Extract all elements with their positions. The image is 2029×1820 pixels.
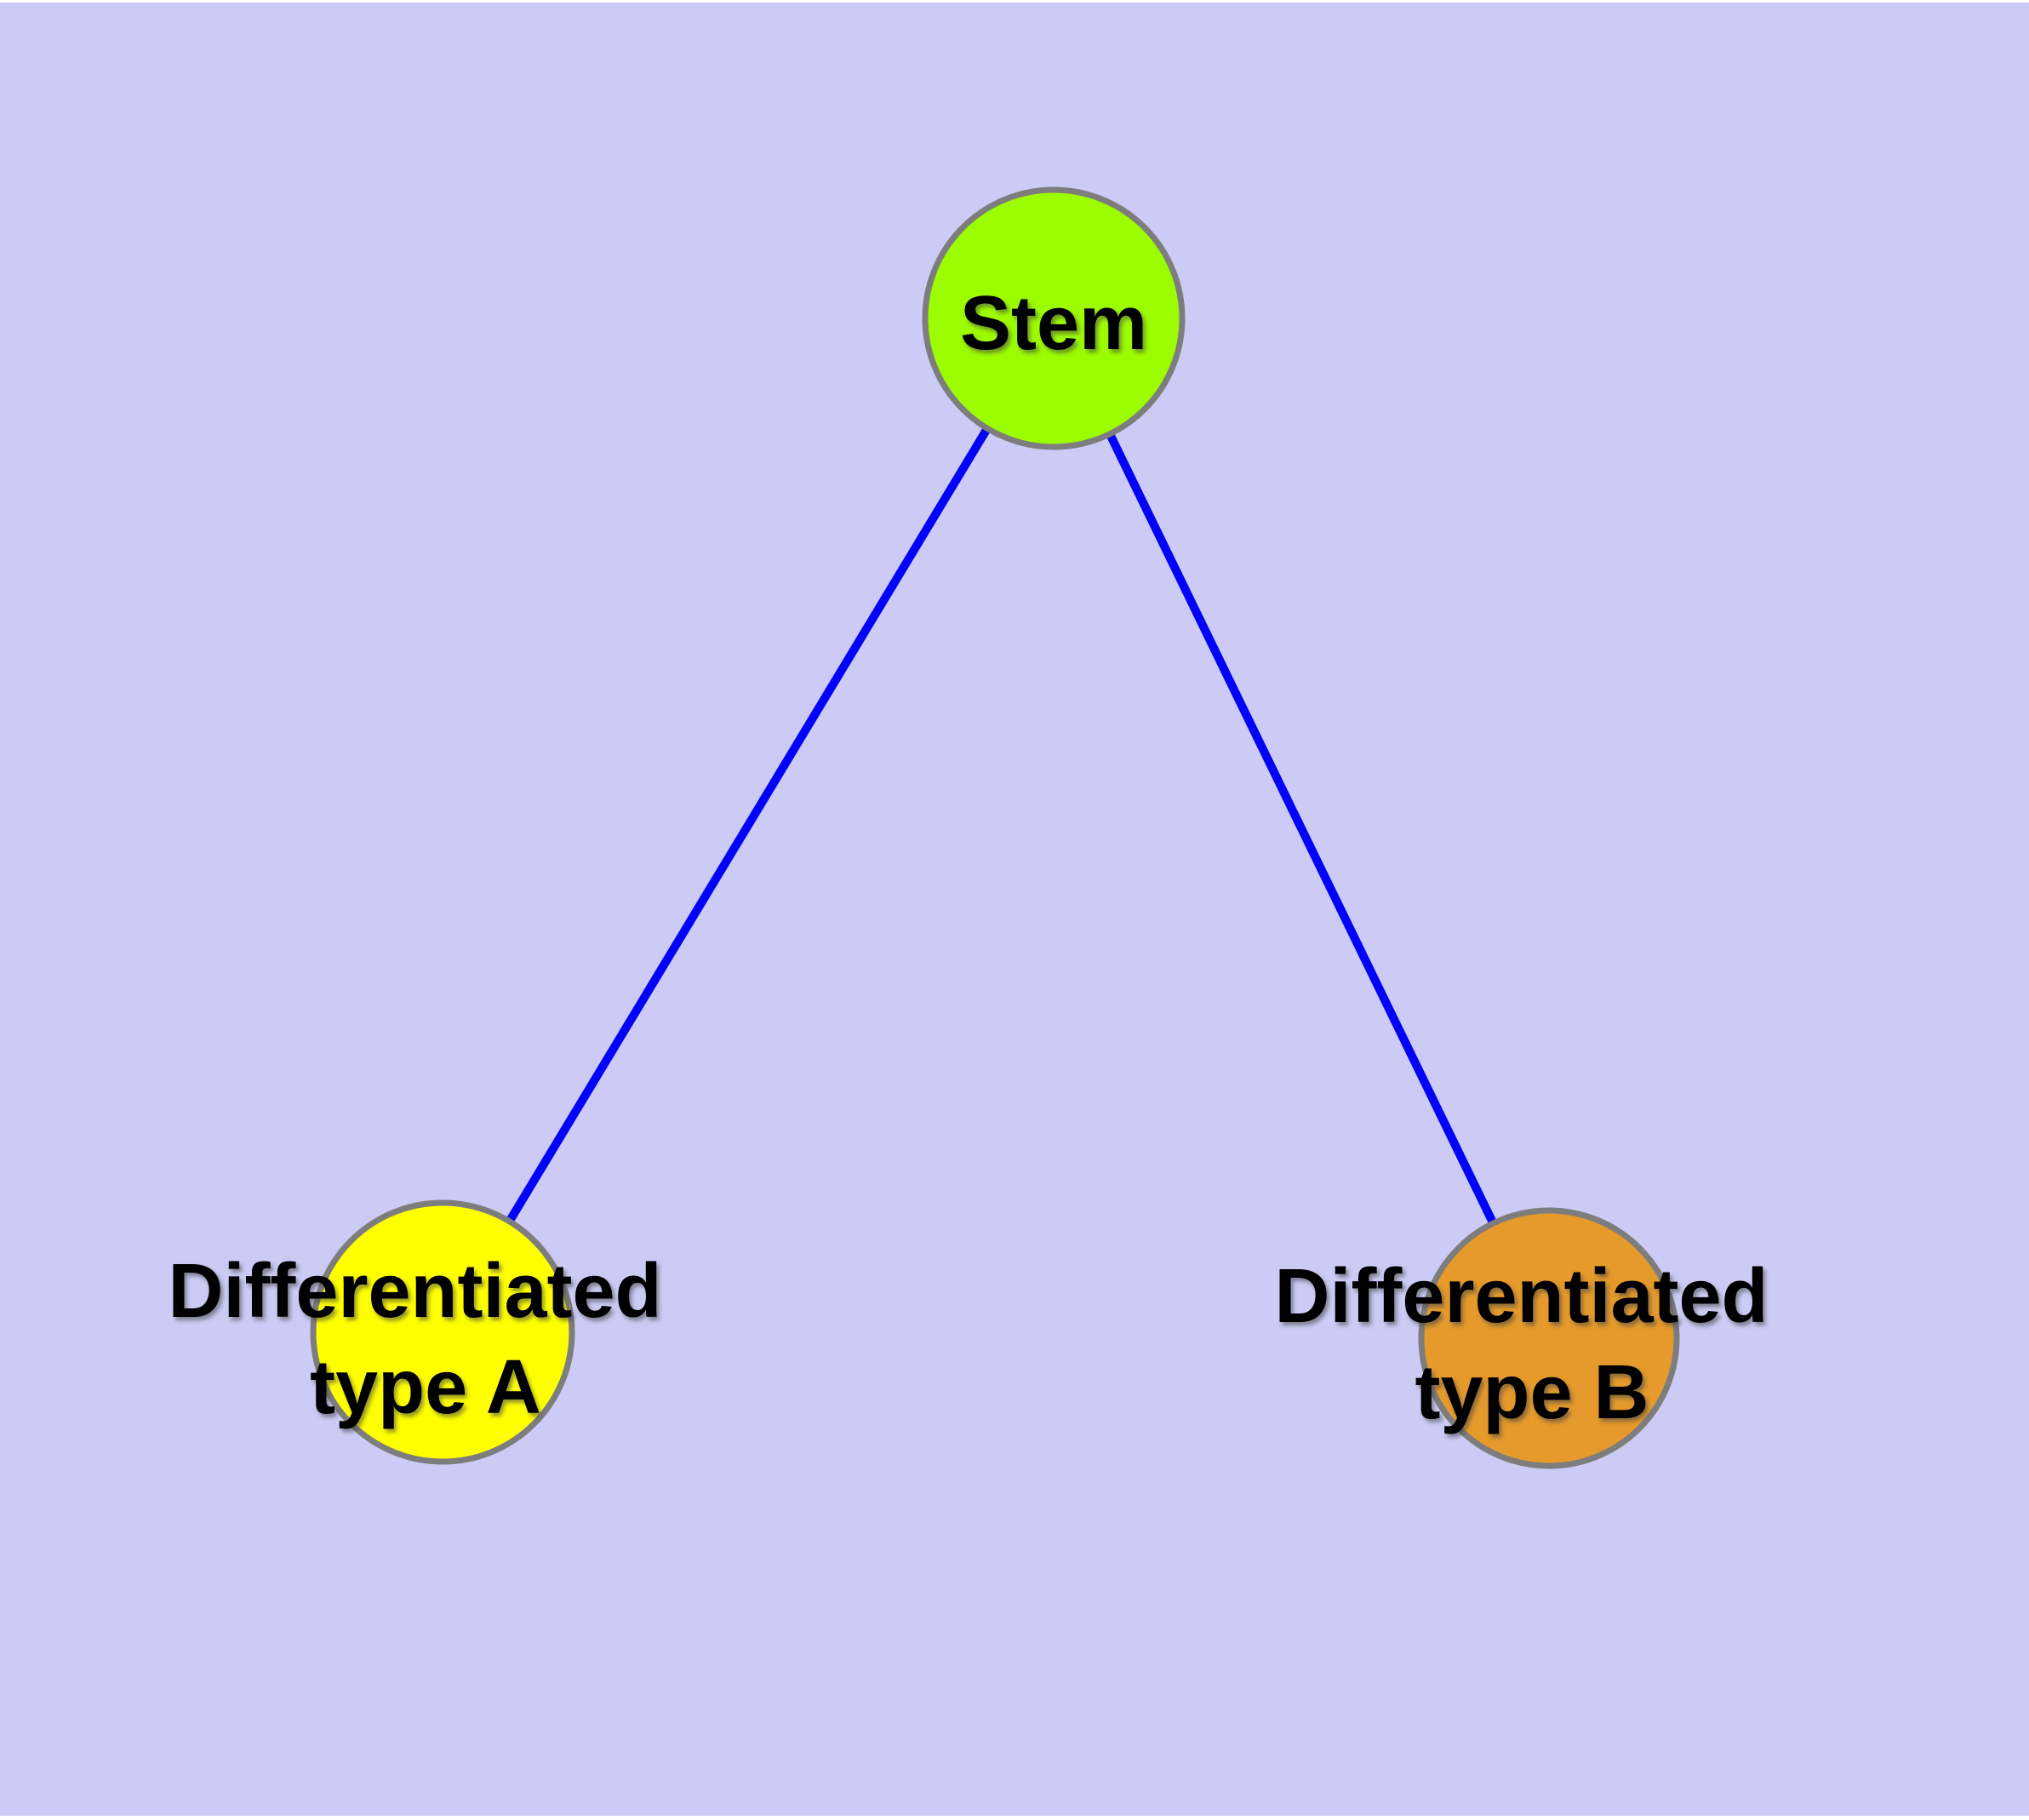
node-differentiated-type-b <box>1418 1207 1680 1469</box>
node-type-a-label: Differentiated type A <box>168 1249 683 1430</box>
node-stem-label: Stem <box>960 281 1147 366</box>
edge-stem-to-type-b <box>1049 316 1553 1341</box>
node-differentiated-type-a <box>310 1199 575 1465</box>
edge-stem-to-type-a <box>438 316 1058 1335</box>
node-type-a-label-line2: type A <box>310 1345 541 1430</box>
node-type-b-label-line2: type B <box>1415 1350 1649 1435</box>
node-stem <box>922 186 1186 450</box>
node-type-b-label: Differentiated type B <box>1274 1254 1789 1435</box>
node-type-b-label-line1: Differentiated <box>1274 1254 1768 1339</box>
node-type-a-label-line1: Differentiated <box>168 1249 661 1334</box>
